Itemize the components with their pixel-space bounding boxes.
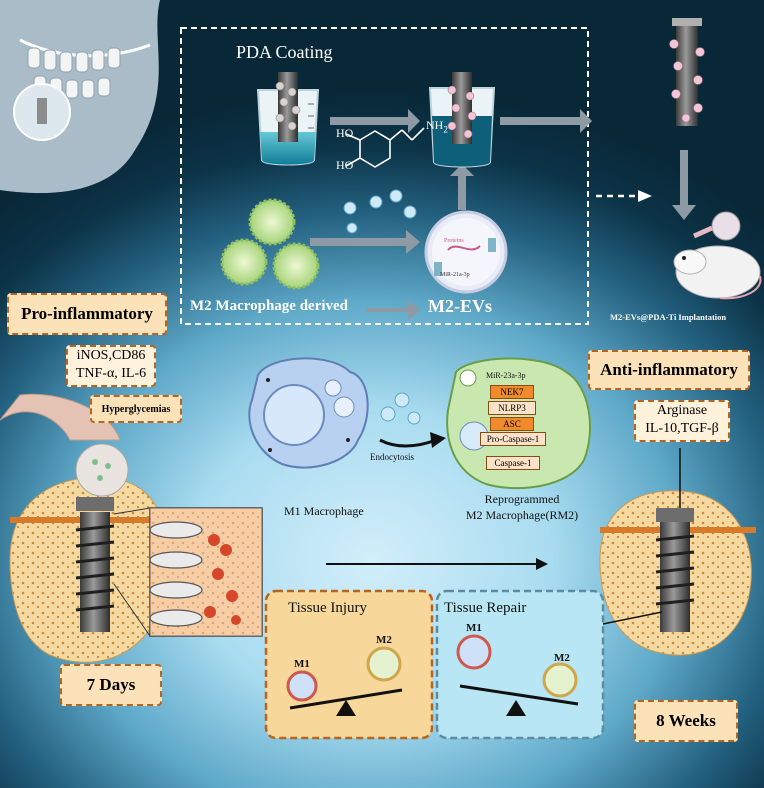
m1-macrophage-label: M1 Macrophage (284, 504, 364, 518)
nh2-subscript: 2 (443, 124, 448, 135)
nh2-text: NH (426, 118, 444, 132)
endocytosis-label: Endocytosis (370, 452, 414, 462)
m2-evs-label: M2-EVs (428, 296, 492, 316)
hyperglycemias-badge: Hyperglycemias (90, 395, 182, 423)
large-ev (424, 210, 508, 294)
seven-days-badge: 7 Days (60, 664, 162, 706)
pathway-nek7: NEK7 (490, 385, 534, 399)
eight-weeks-badge: 8 Weeks (634, 700, 738, 742)
pathway-asc: ASC (490, 417, 534, 431)
anti-inflammatory-badge: Anti-inflammatory (588, 350, 750, 390)
m2-derived-label: M2 Macrophage derived (190, 298, 349, 314)
proteins-label: Proteins (444, 238, 464, 244)
mouse-illustration (673, 211, 762, 300)
implant-7-days (0, 393, 170, 663)
ev-particles (343, 189, 421, 425)
injury-m2-label: M2 (376, 634, 392, 646)
implantation-label: M2-EVs@PDA-Ti Implantation (610, 312, 727, 322)
repair-m1-label: M1 (466, 622, 482, 634)
reprogrammed-label-2: M2 Macrophage(RM2) (465, 508, 579, 522)
pathway-caspase-1: Caspase-1 (486, 456, 540, 470)
skull-jaw-illustration (0, 0, 160, 194)
balance-tissue-injury (264, 589, 434, 740)
mir-small-label: MiR-21a-3p (440, 272, 470, 278)
pro-inflammatory-badge: Pro-inflammatory (7, 293, 167, 335)
tissue-repair-title: Tissue Repair (444, 600, 527, 616)
pathway-pro-caspase-1: Pro-Caspase-1 (480, 432, 546, 446)
implant-8-weeks (599, 448, 756, 656)
pro-marker-line-1: iNOS,CD86 (76, 348, 146, 363)
beaker-ev-loading (428, 72, 496, 168)
m2-macrophages (220, 198, 320, 290)
arrows-top (310, 109, 696, 320)
repair-m2-label: M2 (554, 652, 570, 664)
anti-inflammatory-markers: Arginase IL-10,TGF-β (634, 400, 730, 442)
coated-implant (669, 18, 705, 126)
tissue-injury-title: Tissue Injury (288, 600, 368, 616)
zoom-inflammation (113, 507, 263, 637)
beaker-pda-coating (256, 72, 320, 166)
balance-tissue-repair (435, 589, 605, 740)
anti-marker-line-2: IL-10,TGF-β (645, 421, 719, 436)
ho-label-top: HO (336, 126, 354, 140)
pathway-nlrp3: NLRP3 (488, 401, 536, 415)
anti-marker-line-1: Arginase (656, 403, 708, 418)
pro-inflammatory-markers: iNOS,CD86 TNF-α, IL-6 (66, 345, 156, 387)
m1-macrophage (248, 357, 369, 469)
nh2-label: NH2 (426, 118, 448, 134)
pro-marker-line-2: TNF-α, IL-6 (75, 366, 147, 381)
pda-coating-label: PDA Coating (236, 42, 333, 62)
top-dashed-frame (180, 27, 589, 325)
mir-23a-label: MiR-23a-3p (486, 371, 526, 380)
ho-label-bottom: HO (336, 158, 354, 172)
dopamine-structure (345, 127, 425, 168)
injury-m1-label: M1 (294, 658, 310, 670)
reprogrammed-label-1: Reprogrammed (484, 492, 560, 506)
